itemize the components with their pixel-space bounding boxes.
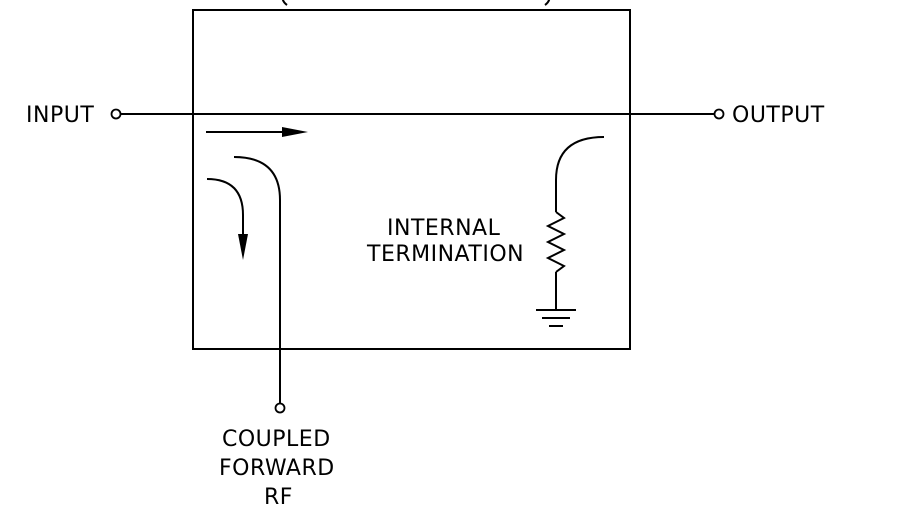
- coupled-label: COUPLED: [222, 427, 331, 452]
- coupled-arrow-icon: [206, 178, 248, 260]
- header-paren-left: [281, 0, 288, 6]
- output-terminal: [713, 108, 725, 120]
- coupled-line: [233, 156, 281, 403]
- coupler-enclosure: [192, 9, 631, 350]
- output-label: OUTPUT: [732, 103, 825, 128]
- forward-arrow-icon: [206, 127, 308, 137]
- input-terminal: [110, 108, 122, 120]
- termination-label: TERMINATION: [366, 242, 524, 267]
- rf-label: RF: [264, 485, 293, 510]
- internal-label: INTERNAL: [387, 216, 501, 241]
- ground-icon: [536, 309, 576, 327]
- termination-line: [555, 136, 605, 212]
- input-label: INPUT: [26, 103, 94, 128]
- resistor-icon: [545, 211, 567, 273]
- header-paren-right: [544, 0, 551, 6]
- coupled-terminal: [274, 402, 286, 414]
- forward-label: FORWARD: [219, 456, 335, 481]
